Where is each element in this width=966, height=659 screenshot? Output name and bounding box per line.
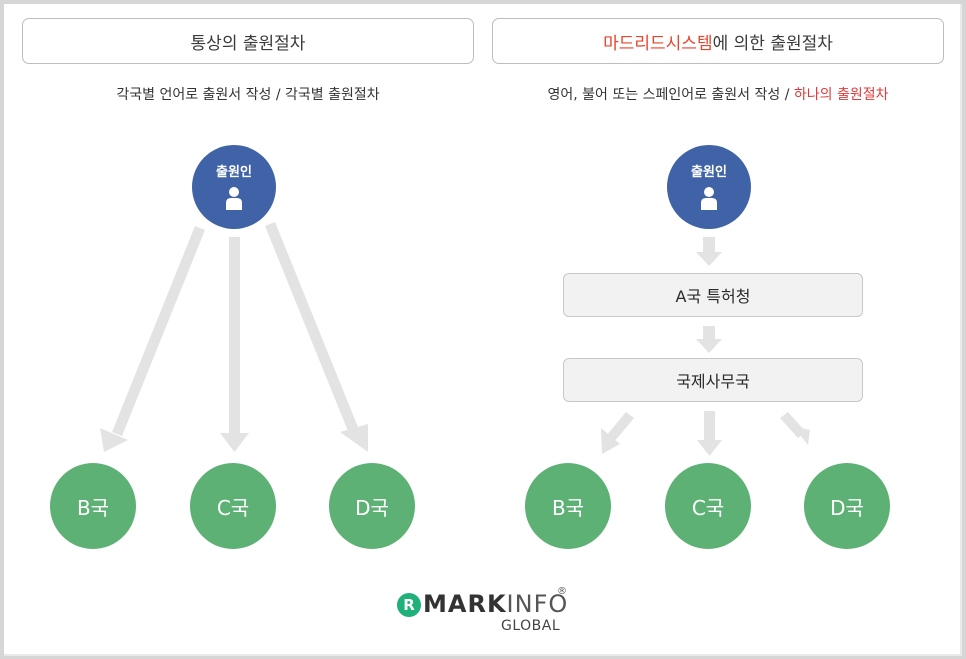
logo-wordmark: MARKINFO — [423, 590, 569, 618]
right-title-rest: 에 의한 출원절차 — [712, 33, 833, 54]
office-a-patent: A국 특허청 — [563, 273, 863, 317]
arrow-applicant-office — [703, 237, 715, 253]
right-subtitle-main: 영어, 불어 또는 스페인어로 출원서 작성 / — [547, 87, 794, 103]
right-country-b: B국 — [525, 463, 611, 549]
left-country-d: D국 — [329, 463, 415, 549]
right-country-c: C국 — [665, 463, 751, 549]
arrow-head-b-left — [100, 428, 128, 452]
left-title: 통상의 출원절차 — [190, 33, 306, 54]
arrow-office-bureau — [703, 326, 715, 340]
arrow-to-c-right — [704, 411, 715, 441]
right-applicant-node: 출원인 — [667, 145, 751, 229]
right-subtitle: 영어, 불어 또는 스페인어로 출원서 작성 / 하나의 출원절차 — [492, 84, 944, 104]
logo-r-badge-icon: R — [397, 593, 421, 617]
left-country-c: C국 — [190, 463, 276, 549]
right-subtitle-highlight: 하나의 출원절차 — [793, 87, 889, 103]
arrow-to-b-left — [112, 226, 205, 436]
arrow-to-c-left — [229, 237, 240, 435]
arrow-head-c-left — [220, 433, 249, 452]
registered-mark: ® — [557, 586, 567, 597]
arrow-head-d-left — [340, 424, 368, 452]
left-subtitle: 각국별 언어로 출원서 작성 / 각국별 출원절차 — [116, 87, 380, 103]
right-title-highlight: 마드리드시스템 — [603, 33, 713, 54]
office-international-bureau: 국제사무국 — [563, 358, 863, 402]
logo-subtitle: GLOBAL — [501, 618, 561, 634]
person-icon — [701, 186, 717, 210]
arrow-to-b-right — [606, 412, 634, 442]
left-country-b: B국 — [50, 463, 136, 549]
arrow-to-d-left — [265, 222, 360, 436]
applicant-label: 출원인 — [691, 164, 727, 180]
markinfo-logo: R MARKINFO ® GLOBAL — [397, 586, 577, 638]
applicant-label: 출원인 — [216, 164, 252, 180]
person-icon — [226, 186, 242, 210]
right-country-d: D국 — [804, 463, 890, 549]
left-title-box: 통상의 출원절차 — [22, 18, 474, 64]
left-applicant-node: 출원인 — [192, 145, 276, 229]
